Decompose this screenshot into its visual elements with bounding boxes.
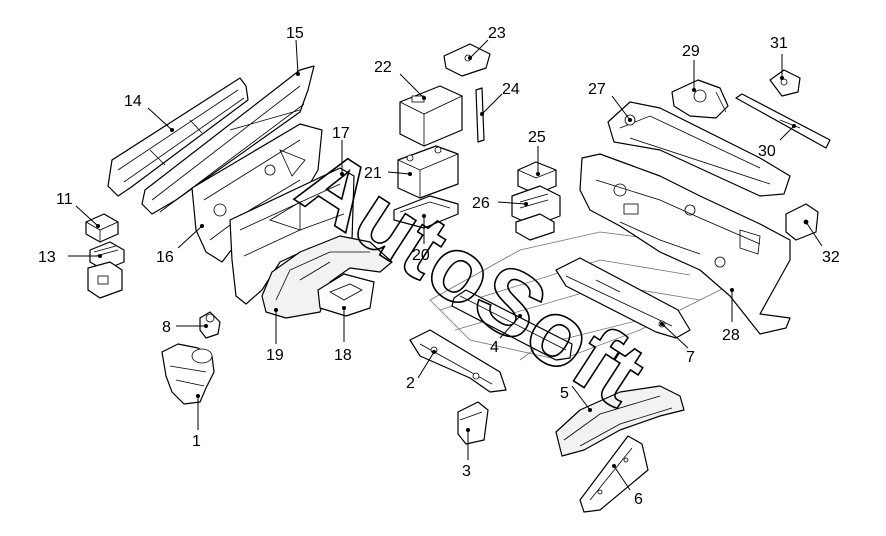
callout-27[interactable]: 27 (588, 81, 606, 98)
callout-13[interactable]: 13 (38, 249, 56, 266)
part-26-bracket (511, 185, 561, 241)
callout-labels: 1 2 3 4 5 6 7 8 11 13 14 15 16 17 18 19 … (38, 25, 840, 508)
callout-28[interactable]: 28 (722, 327, 740, 344)
callout-4[interactable]: 4 (490, 339, 499, 356)
part-5-side-member (555, 385, 685, 457)
callout-7[interactable]: 7 (686, 349, 695, 366)
part-1-reservoir (161, 343, 215, 405)
callout-5[interactable]: 5 (560, 385, 569, 402)
part-17-wheelhouse (229, 167, 355, 305)
part-29-wiper-motor (671, 79, 729, 119)
part-18-bracket (317, 273, 375, 317)
part-30-wiper-linkage (735, 93, 831, 149)
part-3-bracket (457, 401, 489, 445)
leader-lines (68, 39, 823, 491)
part-19-wheel-arch (261, 235, 393, 319)
callout-15[interactable]: 15 (286, 25, 304, 42)
callout-24[interactable]: 24 (502, 81, 520, 98)
part-23-clamp (443, 43, 491, 77)
part-11-pad (85, 213, 119, 243)
callout-1[interactable]: 1 (192, 433, 201, 450)
part-21-battery (397, 145, 459, 199)
callout-31[interactable]: 31 (770, 35, 788, 52)
part-2-bracket (409, 329, 507, 393)
part-28-firewall (579, 153, 791, 335)
part-13-mount (87, 241, 125, 299)
callout-16[interactable]: 16 (156, 249, 174, 266)
callout-32[interactable]: 32 (822, 249, 840, 266)
callout-8[interactable]: 8 (162, 319, 171, 336)
callout-21[interactable]: 21 (364, 165, 382, 182)
part-8-connector (199, 311, 221, 339)
callout-23[interactable]: 23 (488, 25, 506, 42)
part-14-cowl-rail (107, 77, 249, 197)
part-22-battery-cover (399, 85, 463, 147)
callout-22[interactable]: 22 (374, 59, 392, 76)
callout-30[interactable]: 30 (758, 143, 776, 160)
part-25-bracket (517, 161, 557, 195)
callout-29[interactable]: 29 (682, 43, 700, 60)
callout-11[interactable]: 11 (56, 191, 73, 208)
callout-2[interactable]: 2 (406, 375, 415, 392)
callout-18[interactable]: 18 (334, 347, 352, 364)
part-32-pad (785, 203, 819, 241)
part-15-upper-rail (141, 65, 315, 215)
callout-26[interactable]: 26 (472, 195, 490, 212)
part-24-hold-rod (475, 87, 485, 143)
callout-19[interactable]: 19 (266, 347, 284, 364)
callout-14[interactable]: 14 (124, 93, 142, 110)
part-6-plate (579, 435, 649, 513)
callout-6[interactable]: 6 (634, 491, 643, 508)
part-20-battery-tray (393, 195, 459, 229)
callout-25[interactable]: 25 (528, 129, 546, 146)
callout-17[interactable]: 17 (332, 125, 350, 142)
callout-3[interactable]: 3 (462, 463, 471, 480)
part-31-pivot (769, 69, 801, 97)
callout-20[interactable]: 20 (412, 247, 430, 264)
